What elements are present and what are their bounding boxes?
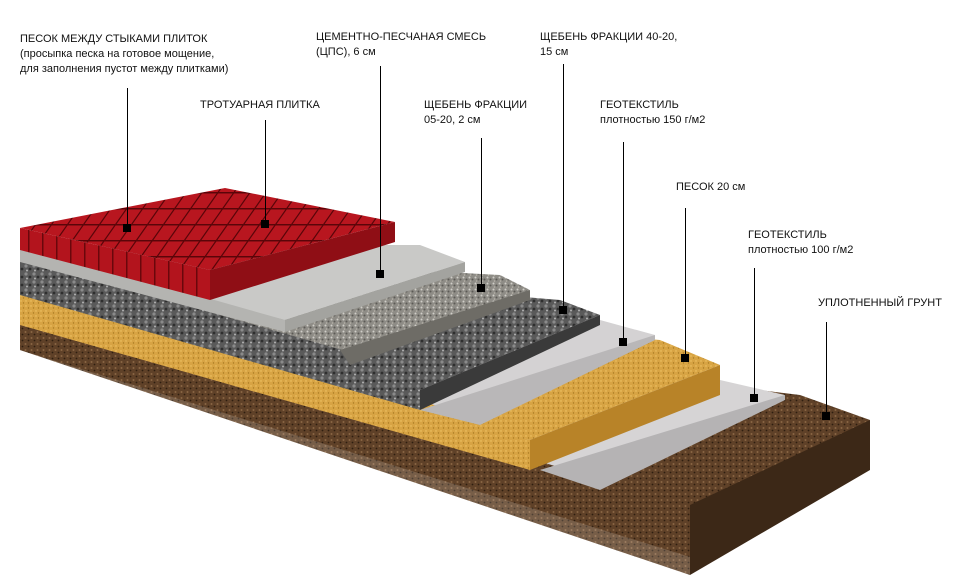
- label-title: ТРОТУАРНАЯ ПЛИТКА: [200, 99, 320, 111]
- tile-front: [20, 228, 210, 300]
- label-compacted-soil: УПЛОТНЕННЫЙ ГРУНТ: [818, 296, 942, 311]
- tile-side: [210, 222, 395, 300]
- geotextile-100-edge: [540, 395, 785, 490]
- coarse-gravel-side: [420, 315, 600, 410]
- leader-geotextile-100: [754, 268, 755, 398]
- cement-side: [285, 262, 465, 332]
- label-cement-sand-mix: ЦЕМЕНТНО-ПЕСЧАНАЯ СМЕСЬ (ЦПС), 6 см: [316, 30, 486, 60]
- coarse-gravel-front: [20, 255, 420, 410]
- marker-fine-gravel: [477, 284, 485, 292]
- label-title: ГЕОТЕКСТИЛЬ: [600, 99, 679, 111]
- soil-side: [690, 420, 870, 575]
- label-title: ЩЕБЕНЬ ФРАКЦИИ 40-20,: [540, 31, 678, 43]
- fine-gravel-side: [340, 290, 530, 365]
- label-subtitle: плотностью 150 г/м2: [600, 114, 706, 126]
- label-coarse-gravel: ЩЕБЕНЬ ФРАКЦИИ 40-20, 15 см: [540, 30, 677, 60]
- label-paving-tile: ТРОТУАРНАЯ ПЛИТКА: [200, 98, 320, 113]
- label-joint-sand: ПЕСОК МЕЖДУ СТЫКАМИ ПЛИТОК (просыпка пес…: [20, 32, 228, 77]
- marker-cement-sand-mix: [376, 270, 384, 278]
- label-geotextile-150: ГЕОТЕКСТИЛЬ плотностью 150 г/м2: [600, 98, 705, 128]
- label-title: ЦЕМЕНТНО-ПЕСЧАНАЯ СМЕСЬ: [316, 31, 487, 43]
- label-title: ЩЕБЕНЬ ФРАКЦИИ: [424, 99, 528, 111]
- label-subtitle: 05-20, 2 см: [424, 114, 481, 126]
- leader-geotextile-150: [623, 142, 624, 342]
- label-sand: ПЕСОК 20 см: [676, 180, 745, 195]
- leader-cement-sand-mix: [380, 66, 381, 274]
- sand-side: [530, 365, 720, 470]
- label-title: УПЛОТНЕННЫЙ ГРУНТ: [818, 297, 942, 309]
- leader-joint-sand: [127, 88, 128, 228]
- sand-front: [20, 290, 530, 470]
- marker-compacted-soil: [822, 412, 830, 420]
- label-geotextile-100: ГЕОТЕКСТИЛЬ плотностью 100 г/м2: [748, 228, 853, 258]
- leader-paving-tile: [265, 120, 266, 224]
- label-subtitle: плотностью 100 г/м2: [748, 244, 854, 256]
- label-subtitle-2: для заполнения пустот между плитками): [20, 63, 229, 75]
- leader-compacted-soil: [826, 322, 827, 416]
- marker-joint-sand: [123, 224, 131, 232]
- geotextile-150-edge: [420, 335, 655, 425]
- label-subtitle: 15 см: [540, 46, 569, 58]
- tile-top: [20, 188, 395, 270]
- marker-paving-tile: [261, 220, 269, 228]
- leader-fine-gravel: [481, 138, 482, 288]
- label-subtitle: (ЦПС), 6 см: [316, 46, 376, 58]
- label-fine-gravel: ЩЕБЕНЬ ФРАКЦИИ 05-20, 2 см: [424, 98, 527, 128]
- leader-sand: [685, 208, 686, 358]
- marker-coarse-gravel: [559, 306, 567, 314]
- label-title: ГЕОТЕКСТИЛЬ: [748, 229, 827, 241]
- leader-coarse-gravel: [563, 64, 564, 310]
- label-title: ПЕСОК МЕЖДУ СТЫКАМИ ПЛИТОК: [20, 33, 208, 45]
- marker-geotextile-100: [750, 394, 758, 402]
- marker-geotextile-150: [619, 338, 627, 346]
- marker-sand: [681, 354, 689, 362]
- label-subtitle: (просыпка песка на готовое мощение,: [20, 48, 215, 60]
- label-title: ПЕСОК 20 см: [676, 181, 746, 193]
